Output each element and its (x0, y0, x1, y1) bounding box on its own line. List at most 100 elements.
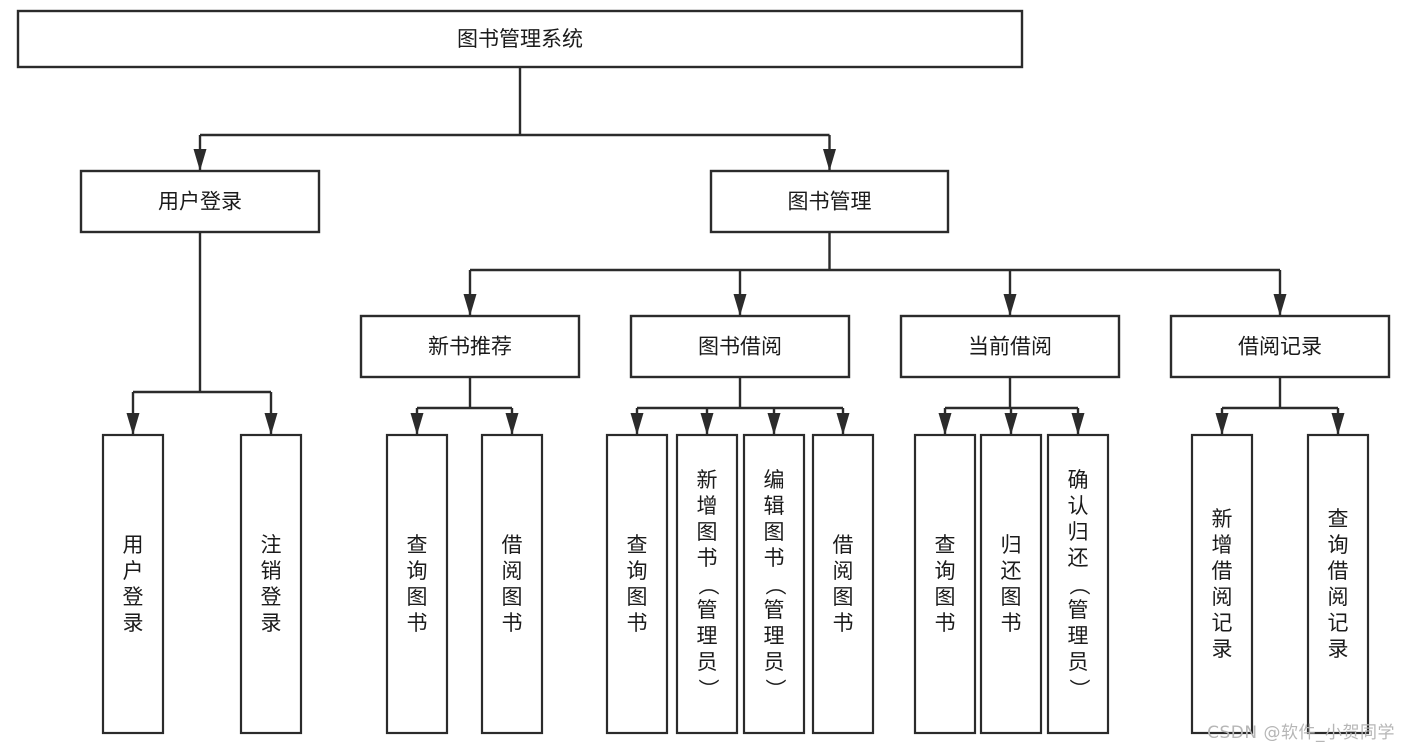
node-label-leaf-confirm-return: 确 (1068, 468, 1089, 492)
node-label-leaf-add-book: ） (696, 679, 720, 700)
node-label-leaf-add-book: 增 (697, 494, 718, 518)
node-label-leaf-edit-book: 辑 (764, 494, 785, 518)
node-label-user-login: 用户登录 (158, 190, 242, 214)
node-label-leaf-edit-book: ） (763, 679, 787, 700)
node-box-leaf-add-book[interactable] (675, 433, 739, 735)
node-label-leaf-query-record: 记 (1328, 611, 1349, 635)
arrow-head-current-borrow (1003, 294, 1017, 316)
node-label-leaf-query-record: 询 (1328, 533, 1349, 557)
node-label-leaf-add-book: 图 (697, 520, 718, 544)
node-label-leaf-add-book: 理 (697, 624, 718, 648)
node-leaf-user-login[interactable]: 用户登录 (101, 433, 165, 735)
arrow-head-borrow-record (1273, 294, 1287, 316)
node-user-login[interactable]: 用户登录 (79, 169, 321, 234)
node-label-leaf-confirm-return: 理 (1068, 624, 1089, 648)
node-label-leaf-borrow-book-1: 图 (502, 585, 523, 609)
node-label-leaf-return-book: 还 (1001, 559, 1022, 583)
node-label-leaf-confirm-return: ） (1067, 679, 1091, 700)
node-book-borrow[interactable]: 图书借阅 (629, 314, 851, 379)
node-label-leaf-add-record: 新 (1212, 507, 1233, 531)
node-label-leaf-query-book-3: 查 (935, 533, 956, 557)
node-label-leaf-query-book-3: 图 (935, 585, 956, 609)
node-box-leaf-borrow-book-1[interactable] (480, 433, 544, 735)
node-box-leaf-query-book-1[interactable] (385, 433, 449, 735)
node-label-leaf-query-record: 录 (1328, 637, 1349, 661)
node-label-leaf-borrow-book-2: 阅 (833, 559, 854, 583)
node-label-leaf-borrow-book-1: 借 (502, 533, 523, 557)
node-label-leaf-add-record: 录 (1212, 637, 1233, 661)
arrow-head-leaf-confirm-return (1071, 413, 1085, 435)
node-label-root: 图书管理系统 (457, 27, 583, 51)
arrow-head-leaf-query-book-2 (630, 413, 644, 435)
node-current-borrow[interactable]: 当前借阅 (899, 314, 1121, 379)
node-label-leaf-query-book-3: 询 (935, 559, 956, 583)
arrow-head-leaf-query-record (1331, 413, 1345, 435)
node-label-leaf-query-book-2: 询 (627, 559, 648, 583)
node-box-leaf-logout[interactable] (239, 433, 303, 735)
node-box-book-manage[interactable] (709, 169, 950, 234)
node-label-leaf-query-book-1: 图 (407, 585, 428, 609)
node-box-leaf-add-record[interactable] (1190, 433, 1254, 735)
node-root[interactable]: 图书管理系统 (16, 9, 1024, 69)
node-label-leaf-user-login: 录 (123, 611, 144, 635)
node-label-leaf-query-book-2: 查 (627, 533, 648, 557)
node-box-leaf-confirm-return[interactable] (1046, 433, 1110, 735)
arrow-head-leaf-return-book (1004, 413, 1018, 435)
node-box-leaf-edit-book[interactable] (742, 433, 806, 735)
node-label-borrow-record: 借阅记录 (1238, 335, 1322, 359)
node-label-leaf-query-book-2: 书 (627, 611, 648, 635)
node-borrow-record[interactable]: 借阅记录 (1169, 314, 1391, 379)
node-label-leaf-confirm-return: 员 (1068, 650, 1089, 674)
node-box-new-book-recommend[interactable] (359, 314, 581, 379)
node-box-leaf-query-book-3[interactable] (913, 433, 977, 735)
arrow-head-leaf-edit-book (767, 413, 781, 435)
node-label-leaf-query-book-2: 图 (627, 585, 648, 609)
node-box-book-borrow[interactable] (629, 314, 851, 379)
node-label-leaf-edit-book: 图 (764, 520, 785, 544)
node-label-leaf-confirm-return: 认 (1068, 494, 1089, 518)
arrow-head-new-book-recommend (463, 294, 477, 316)
node-label-leaf-confirm-return: 还 (1068, 546, 1089, 570)
node-box-leaf-borrow-book-2[interactable] (811, 433, 875, 735)
node-label-leaf-user-login: 登 (123, 585, 144, 609)
node-book-manage[interactable]: 图书管理 (709, 169, 950, 234)
node-box-user-login[interactable] (79, 169, 321, 234)
node-box-current-borrow[interactable] (899, 314, 1121, 379)
node-label-leaf-add-book: 员 (697, 650, 718, 674)
arrow-head-book-borrow (733, 294, 747, 316)
node-box-leaf-user-login[interactable] (101, 433, 165, 735)
node-label-leaf-edit-book: （ (763, 575, 787, 596)
node-label-leaf-add-record: 借 (1212, 559, 1233, 583)
node-label-leaf-add-record: 增 (1212, 533, 1233, 557)
arrow-head-leaf-borrow-book-2 (836, 413, 850, 435)
node-label-leaf-edit-book: 编 (764, 468, 785, 492)
node-label-leaf-confirm-return: 管 (1068, 598, 1089, 622)
node-box-borrow-record[interactable] (1169, 314, 1391, 379)
node-label-leaf-query-book-1: 书 (407, 611, 428, 635)
node-label-leaf-logout: 注 (261, 533, 282, 557)
node-box-leaf-query-book-2[interactable] (605, 433, 669, 735)
node-box-root[interactable] (16, 9, 1024, 69)
node-label-leaf-confirm-return: 归 (1068, 520, 1089, 544)
node-box-leaf-query-record[interactable] (1306, 433, 1370, 735)
arrow-head-leaf-add-book (700, 413, 714, 435)
node-label-leaf-edit-book: 管 (764, 598, 785, 622)
node-label-leaf-query-book-1: 询 (407, 559, 428, 583)
node-new-book-recommend[interactable]: 新书推荐 (359, 314, 581, 379)
node-box-leaf-return-book[interactable] (979, 433, 1043, 735)
node-label-leaf-edit-book: 理 (764, 624, 785, 648)
node-label-leaf-query-book-3: 书 (935, 611, 956, 635)
node-label-leaf-borrow-book-1: 书 (502, 611, 523, 635)
